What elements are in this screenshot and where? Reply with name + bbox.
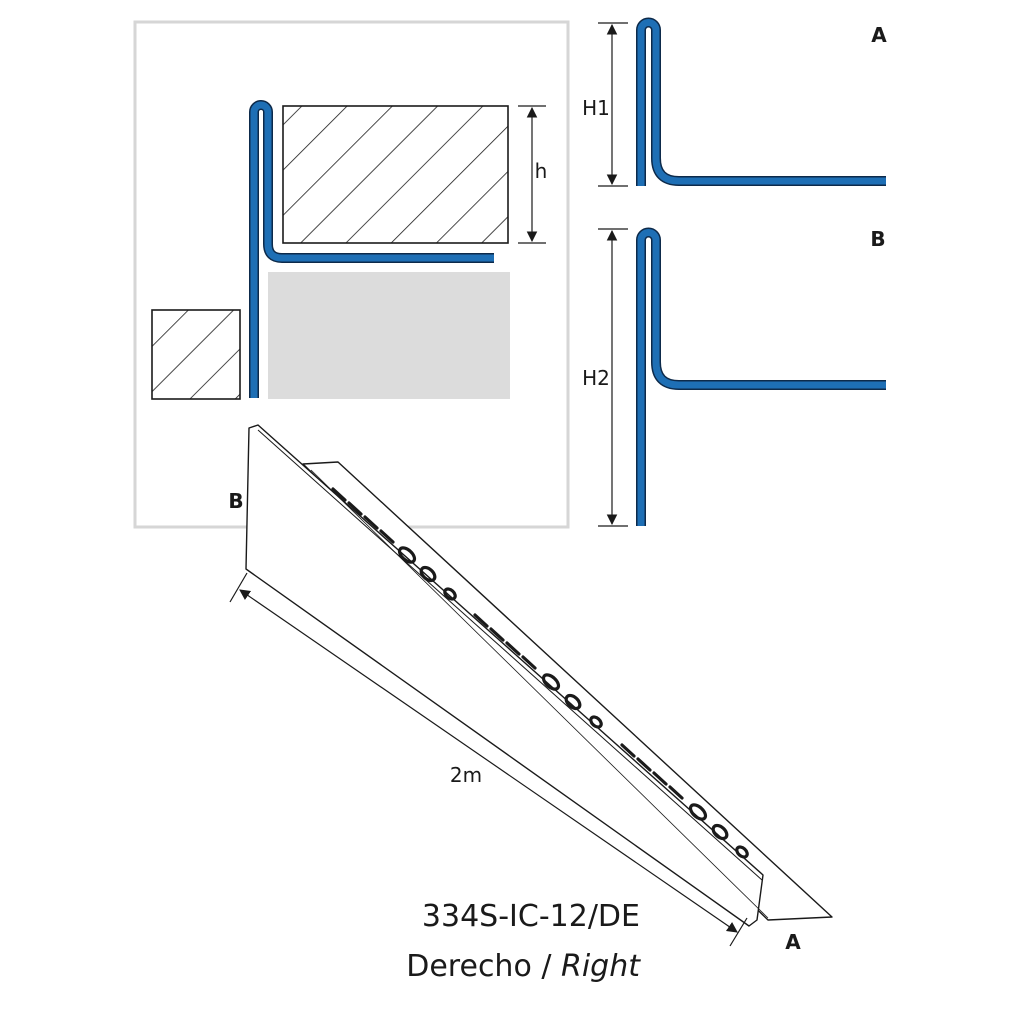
side-spanish: Derecho bbox=[406, 949, 532, 984]
section-a: H1 A bbox=[582, 17, 887, 187]
product-code: 334S-IC-12/DE bbox=[421, 899, 640, 934]
section-b-profile-outline bbox=[636, 227, 886, 526]
end-a-label: A bbox=[785, 930, 801, 954]
h2-label: H2 bbox=[582, 366, 610, 390]
profile-3d-view: 2m B A bbox=[228, 424, 833, 954]
profile-flange-edge bbox=[310, 469, 769, 919]
section-a-profile bbox=[637, 19, 886, 186]
hatched-tile-top bbox=[282, 105, 509, 244]
side-english: Right bbox=[561, 949, 640, 984]
profile-vertical-face bbox=[245, 424, 764, 927]
hatched-tile-left bbox=[151, 309, 241, 400]
section-a-profile-outline bbox=[636, 17, 886, 186]
end-b-label: B bbox=[228, 489, 243, 513]
product-side: Derecho / Right bbox=[0, 947, 640, 987]
section-a-label: A bbox=[871, 23, 887, 47]
section-b: H2 B bbox=[582, 227, 886, 527]
detail-profile bbox=[250, 101, 494, 398]
length-label: 2m bbox=[450, 763, 482, 787]
gray-backing bbox=[268, 272, 510, 399]
h1-label: H1 bbox=[582, 96, 610, 120]
h-label: h bbox=[535, 159, 548, 183]
length-dimension-line bbox=[239, 589, 738, 933]
length-tick-right bbox=[729, 917, 748, 947]
side-separator: / bbox=[531, 949, 561, 984]
length-tick-left bbox=[229, 572, 248, 603]
section-b-profile bbox=[637, 229, 886, 526]
section-b-label: B bbox=[870, 227, 885, 251]
installation-detail: h bbox=[133, 20, 570, 529]
